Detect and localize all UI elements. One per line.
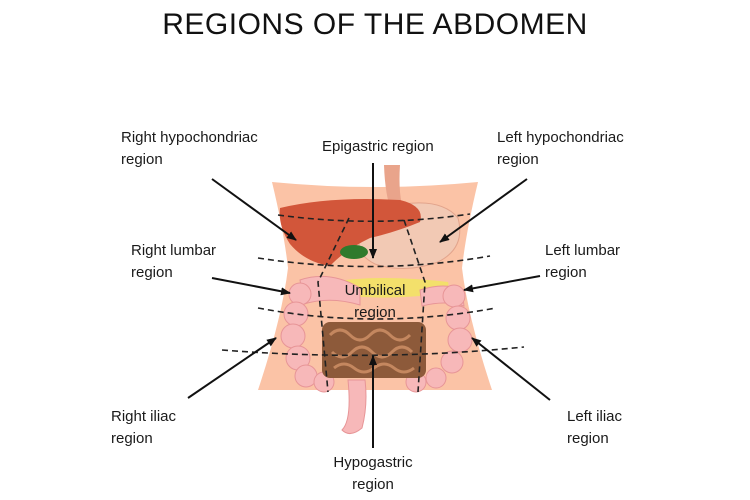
label-hypogastric: Hypogastric region	[333, 454, 413, 493]
label-epigastric: Epigastric region	[322, 138, 434, 155]
diagram-title: REGIONS OF THE ABDOMEN	[162, 8, 588, 41]
liver	[279, 199, 421, 266]
label-left-lumbar: Left lumbar region	[545, 242, 621, 281]
label-left-hypochondriac: Left hypochondriac region	[497, 129, 624, 168]
large-intestine	[280, 275, 473, 434]
label-right-hypochondriac: Right hypochondriac region	[121, 129, 258, 168]
label-right-iliac: Right iliac region	[111, 408, 177, 447]
pointer-arrows	[187, 163, 551, 448]
label-right-lumbar: Right lumbar region	[131, 242, 217, 281]
gallbladder	[340, 245, 368, 259]
label-umbilical: Umbilical region	[344, 282, 406, 321]
label-left-iliac: Left iliac region	[567, 408, 623, 447]
